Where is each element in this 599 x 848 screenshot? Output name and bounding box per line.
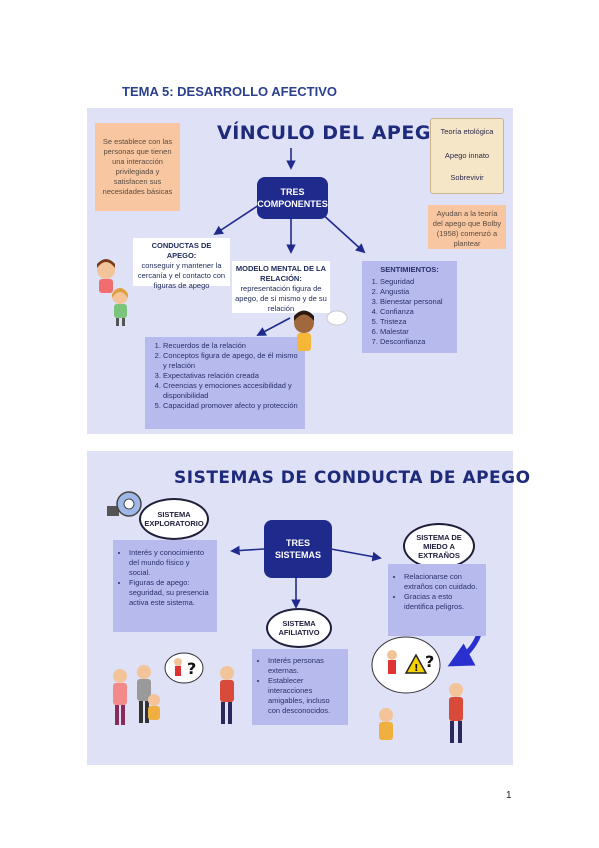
svg-text:!: ! [414, 663, 419, 674]
sentimiento-item: Angustia [380, 287, 451, 297]
sentimiento-item: Seguridad [380, 277, 451, 287]
recuerdo-item: Expectativas relación creada [163, 371, 299, 381]
modelo-heading: MODELO MENTAL DE LA RELACIÓN: [235, 264, 327, 283]
miedo-item: Relacionarse con extraños con cuidado. [404, 572, 480, 592]
exploratorio-box: Interés y conocimiento del mundo físico … [113, 540, 217, 632]
recuerdo-item: Capacidad promover afecto y protección [163, 401, 299, 411]
note-bolby: Ayudan a la teoría del apego que Bolby (… [428, 205, 506, 249]
sistema-miedo-label: SISTEMA DE MIEDO A EXTRAÑOS [403, 523, 475, 569]
conductas-apego-box: CONDUCTAS DE APEGO: conseguir y mantener… [133, 238, 230, 290]
panel2-title: SISTEMAS DE CONDUCTA DE APEGO [174, 468, 531, 488]
center2-line-2: SISTEMAS [274, 550, 321, 560]
conductas-heading: CONDUCTAS DE APEGO: [151, 241, 212, 260]
miedo-box: Relacionarse con extraños con cuidado. G… [388, 564, 486, 636]
svg-text:?: ? [425, 652, 434, 671]
recuerdo-item: Recuerdos de la relación [163, 341, 299, 351]
page-title: TEMA 5: DESARROLLO AFECTIVO [122, 84, 337, 99]
scroll-line-1: Teoría etológica [440, 127, 494, 136]
scroll-line-2: Apego innato [444, 151, 490, 160]
afiliativo-box: Interés personas externas. Establecer in… [252, 649, 348, 725]
robot-explorer-icon [107, 491, 142, 517]
sentimientos-heading: SENTIMIENTOS: [380, 265, 439, 274]
sistema-afiliativo-label: SISTEMA AFILIATIVO [266, 608, 332, 648]
sistema-exploratorio-label: SISTEMA EXPLORATORIO [139, 498, 209, 540]
thinking-child-illustration [294, 310, 348, 351]
sentimiento-item: Desconfianza [380, 337, 451, 347]
child-warning-illustration: ! ? [371, 636, 463, 743]
family-question-illustration: ? [113, 652, 204, 725]
exploratorio-item: Interés y conocimiento del mundo físico … [129, 548, 211, 578]
afiliativo-item: Establecer interacciones amigables, incl… [268, 676, 342, 716]
center2-line-1: TRES [285, 538, 310, 548]
tres-componentes-box: TRES COMPONENTES [257, 177, 328, 219]
scroll-line-3: Sobrevivir [450, 173, 484, 182]
recuerdo-item: Creencias y emociones accesibilidad y di… [163, 381, 299, 401]
note-establece: Se establece con las personas que tienen… [95, 123, 180, 211]
modelo-text: representación figura de apego, de sí mi… [235, 284, 327, 313]
recuerdo-item: Conceptos figura de apego, de él mismo y… [163, 351, 299, 371]
afiliativo-item: Interés personas externas. [268, 656, 342, 676]
sentimientos-box: SENTIMIENTOS: Seguridad Angustia Bienest… [362, 261, 457, 353]
sentimiento-item: Confianza [380, 307, 451, 317]
page-number: 1 [506, 790, 512, 801]
panel1-title: VÍNCULO DEL APEGO [217, 122, 448, 144]
modelo-mental-list: Recuerdos de la relación Conceptos figur… [145, 337, 305, 429]
sentimiento-item: Tristeza [380, 317, 451, 327]
center-line-1: TRES [280, 187, 305, 197]
svg-text:?: ? [187, 659, 196, 678]
stranger-illustration [220, 666, 234, 724]
miedo-item: Gracias a esto identifica peligros. [404, 592, 480, 612]
conductas-text: conseguir y mantener la cercanía y el co… [137, 261, 226, 290]
scroll-teoria-etologica: Teoría etológica Apego innato Sobrevivir [430, 118, 504, 194]
center-line-2: COMPONENTES [257, 199, 328, 209]
exploratorio-item: Figuras de apego: seguridad, su presenci… [129, 578, 211, 608]
sentimiento-item: Bienestar personal [380, 297, 451, 307]
tres-sistemas-box: TRES SISTEMAS [264, 520, 332, 578]
children-illustration [97, 259, 128, 326]
sentimiento-item: Malestar [380, 327, 451, 337]
modelo-mental-box: MODELO MENTAL DE LA RELACIÓN: representa… [232, 261, 330, 313]
